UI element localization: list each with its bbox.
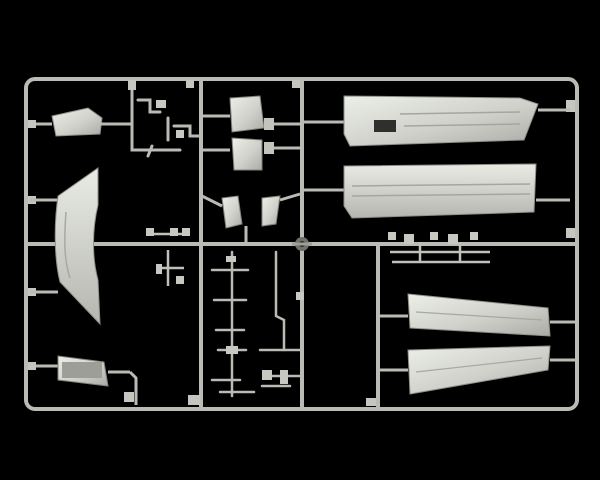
small-hardware-tree-left <box>146 228 190 286</box>
rod-part-tabs <box>226 256 304 384</box>
step-panel-upper <box>378 293 575 337</box>
sprue-frame <box>24 77 579 411</box>
step-panel-lower <box>378 345 575 395</box>
small-hardware-tree-right <box>388 232 490 264</box>
small-bracket-part <box>36 90 134 137</box>
curved-fender-panel <box>30 167 101 326</box>
small-linkage-parts <box>130 98 202 158</box>
side-skirt-panel-upper <box>302 95 570 147</box>
center-hub <box>292 237 312 251</box>
rod-and-lever-parts <box>210 250 302 398</box>
side-skirt-panel-lower <box>302 163 570 219</box>
battery-box-part <box>36 355 138 405</box>
lamp-housing-parts <box>201 95 301 244</box>
